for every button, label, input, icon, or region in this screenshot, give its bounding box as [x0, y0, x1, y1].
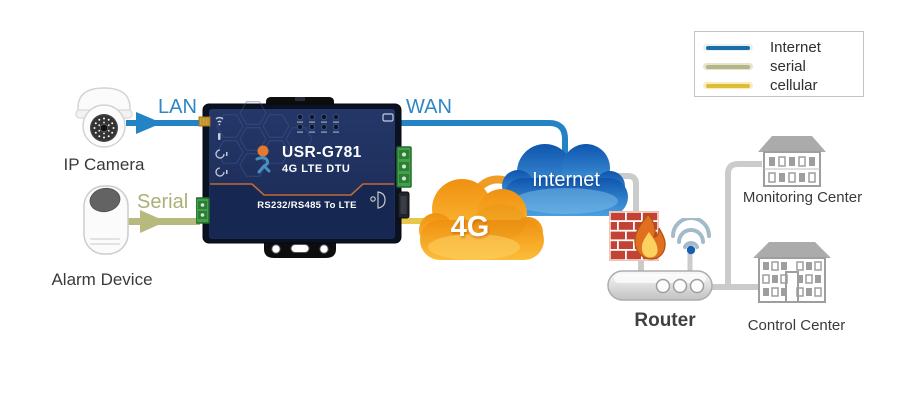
legend-item-internet: Internet: [703, 38, 863, 57]
dome-camera-icon: [75, 87, 133, 148]
legend-item-cellular: cellular: [703, 76, 863, 95]
internet-firewall-line: [616, 173, 639, 218]
control-center-building-icon: [753, 242, 831, 303]
internet-cloud-icon: [502, 144, 628, 216]
dtu-model-label: USR-G781: [282, 144, 362, 161]
dtu-subtitle-label: 4G LTE DTU: [282, 163, 351, 175]
router-label: Router: [634, 310, 696, 331]
monitoring-center-label: Monitoring Center: [742, 189, 863, 206]
legend-swatch-serial: [703, 63, 753, 70]
usr-logo-icon: [255, 145, 271, 174]
lan-label: LAN: [158, 96, 197, 118]
serial-connector-right: [397, 191, 410, 219]
legend-label-serial: serial: [770, 58, 806, 75]
router-icon: [607, 270, 713, 301]
control-center-label: Control Center: [747, 317, 846, 334]
wifi-icon: [671, 218, 711, 255]
terminal-block-left: [196, 197, 210, 224]
dtu-device-icon: [196, 97, 412, 258]
4g-cloud-label: 4G: [450, 211, 490, 243]
alarm-sensor-icon: [83, 185, 129, 255]
db9-glyph-icon: [370, 191, 386, 209]
ip-camera-label: IP Camera: [63, 155, 145, 174]
antenna-connector-left: [198, 116, 211, 127]
legend-box: Internet serial cellular: [694, 31, 864, 97]
legend-label-cellular: cellular: [770, 77, 818, 94]
monitoring-center-building-icon: [758, 136, 826, 187]
legend-swatch-internet: [703, 44, 753, 51]
alarm-device-label: Alarm Device: [51, 270, 153, 289]
sim-slot-icon: [382, 113, 394, 122]
4g-cloud-icon: [419, 179, 544, 260]
legend-label-internet: Internet: [770, 39, 821, 56]
wan-line: [400, 120, 568, 168]
serial-label: Serial: [137, 191, 189, 213]
firewall-icon: [609, 211, 666, 261]
internet-cloud-label: Internet: [532, 169, 600, 191]
serial-line: [126, 210, 200, 233]
wan-label: WAN: [406, 96, 452, 118]
legend-item-serial: serial: [703, 57, 863, 76]
terminal-block-right: [396, 146, 412, 188]
hex-pattern: [216, 101, 313, 177]
dtu-panel-caption: RS232/RS485 To LTE: [257, 200, 357, 211]
led-indicators: [296, 113, 340, 133]
lan-line: [126, 112, 206, 134]
router-buildings-line: [708, 161, 762, 290]
legend-swatch-cellular: [703, 82, 753, 89]
